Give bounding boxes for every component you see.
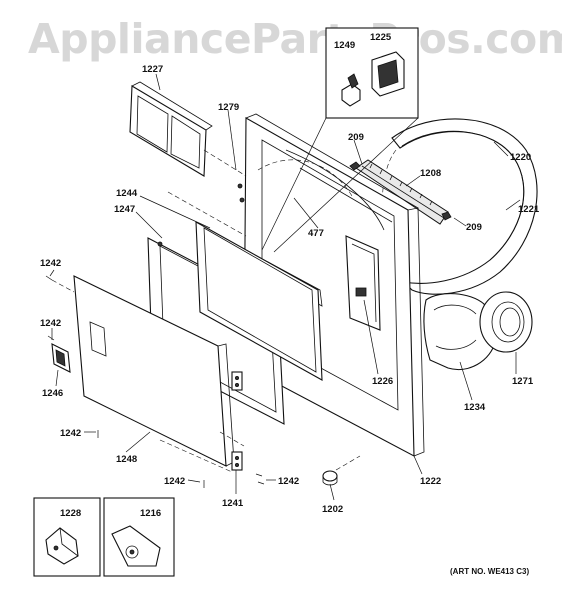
label-1242-a: 1242 bbox=[40, 258, 61, 269]
bracket-1226[interactable] bbox=[345, 235, 381, 331]
foot-1202[interactable] bbox=[322, 470, 338, 486]
art-number: (ART NO. WE413 C3) bbox=[450, 567, 529, 576]
label-1279: 1279 bbox=[218, 102, 239, 113]
hinge-1241-upper[interactable] bbox=[231, 371, 243, 391]
label-1226: 1226 bbox=[372, 376, 393, 387]
label-1228: 1228 bbox=[60, 508, 81, 519]
screw-1242-b[interactable] bbox=[47, 335, 55, 341]
label-1242-b: 1242 bbox=[40, 318, 61, 329]
label-1234: 1234 bbox=[464, 402, 486, 413]
label-1222: 1222 bbox=[420, 476, 441, 487]
bracket-1228[interactable] bbox=[45, 527, 79, 565]
label-1248: 1248 bbox=[116, 454, 137, 465]
switch-1249[interactable] bbox=[341, 73, 361, 107]
label-1249: 1249 bbox=[334, 40, 355, 51]
clip-209-left[interactable] bbox=[349, 161, 361, 171]
label-1225: 1225 bbox=[370, 32, 392, 43]
label-1271: 1271 bbox=[512, 376, 534, 387]
label-477: 477 bbox=[308, 228, 324, 239]
screw-1279-b[interactable] bbox=[239, 197, 245, 203]
switch-housing-1225[interactable] bbox=[371, 51, 405, 97]
label-1220: 1220 bbox=[510, 152, 531, 163]
lint-filter-1227[interactable] bbox=[129, 81, 213, 177]
label-1241: 1241 bbox=[222, 498, 244, 509]
label-1216: 1216 bbox=[140, 508, 161, 519]
screw-1242-a[interactable] bbox=[45, 275, 53, 281]
label-1202: 1202 bbox=[322, 504, 343, 515]
duct-1234[interactable] bbox=[423, 293, 497, 370]
label-209-right: 209 bbox=[466, 222, 482, 233]
clip-209-right[interactable] bbox=[441, 211, 452, 221]
front-panel-1222[interactable] bbox=[243, 113, 425, 457]
leader-lines bbox=[49, 73, 521, 501]
hinge-1241-lower[interactable] bbox=[231, 451, 243, 471]
label-1242-d: 1242 bbox=[164, 476, 185, 487]
label-1208: 1208 bbox=[420, 168, 441, 179]
label-1221: 1221 bbox=[518, 204, 540, 215]
label-1246: 1246 bbox=[42, 388, 63, 399]
label-209-left: 209 bbox=[348, 132, 364, 143]
label-1244: 1244 bbox=[116, 188, 138, 199]
door-latch-1246[interactable] bbox=[51, 343, 71, 373]
part-labels: 1227 1279 1249 1225 209 1220 1208 1221 2… bbox=[40, 32, 540, 576]
label-1227: 1227 bbox=[142, 64, 163, 75]
label-1242-e: 1242 bbox=[278, 476, 299, 487]
watermark: AppliancePartsPros.com bbox=[28, 15, 562, 63]
label-1247: 1247 bbox=[114, 204, 135, 215]
seal-ring-1271[interactable] bbox=[479, 291, 533, 353]
door-gasket-1244[interactable] bbox=[195, 221, 323, 381]
label-1242-c: 1242 bbox=[60, 428, 81, 439]
bracket-1216[interactable] bbox=[111, 525, 161, 567]
screw-1279-a[interactable] bbox=[237, 183, 243, 189]
screw-1242-e[interactable] bbox=[255, 473, 265, 485]
outer-door-1248[interactable] bbox=[73, 275, 235, 467]
